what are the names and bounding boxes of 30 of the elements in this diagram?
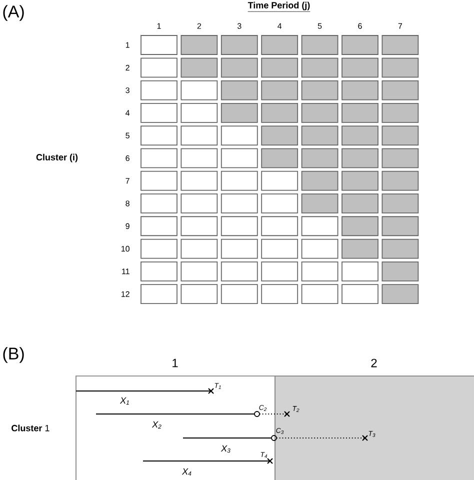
subject-label: X$_{3}$	[220, 445, 230, 453]
row-number: 3	[126, 87, 130, 94]
row-number: 11	[122, 268, 130, 274]
row-number: 1	[126, 42, 130, 48]
row-number: 2	[126, 64, 130, 70]
subject-label: X$_{2}$	[152, 421, 162, 429]
column-number: 1	[157, 23, 161, 29]
axis-title: Cluster (i)	[36, 154, 78, 162]
column-number: 7	[398, 23, 402, 29]
period-number: 1	[172, 358, 178, 368]
row-number: 7	[126, 178, 130, 184]
row-number: 12	[122, 291, 130, 297]
row-number: 9	[126, 223, 130, 229]
column-number: 2	[197, 23, 202, 29]
subject-label: X$_{4}$	[182, 468, 192, 476]
row-number: 8	[126, 200, 130, 206]
column-number: 4	[278, 23, 282, 29]
row-number: 4	[126, 110, 130, 116]
panel-label: (B)	[3, 347, 24, 363]
axis-title: Time Period (j)	[248, 2, 310, 12]
column-number: 6	[358, 23, 362, 29]
row-title: Cluster 1	[12, 424, 50, 432]
row-number: 6	[126, 155, 130, 162]
column-number: 5	[318, 23, 322, 29]
subject-label: X$_{1}$	[120, 397, 129, 405]
column-number: 3	[237, 23, 242, 29]
period-number: 2	[371, 358, 377, 368]
row-number: 10	[122, 246, 130, 252]
panel-label: (A)	[3, 5, 24, 21]
row-number: 5	[126, 132, 130, 138]
